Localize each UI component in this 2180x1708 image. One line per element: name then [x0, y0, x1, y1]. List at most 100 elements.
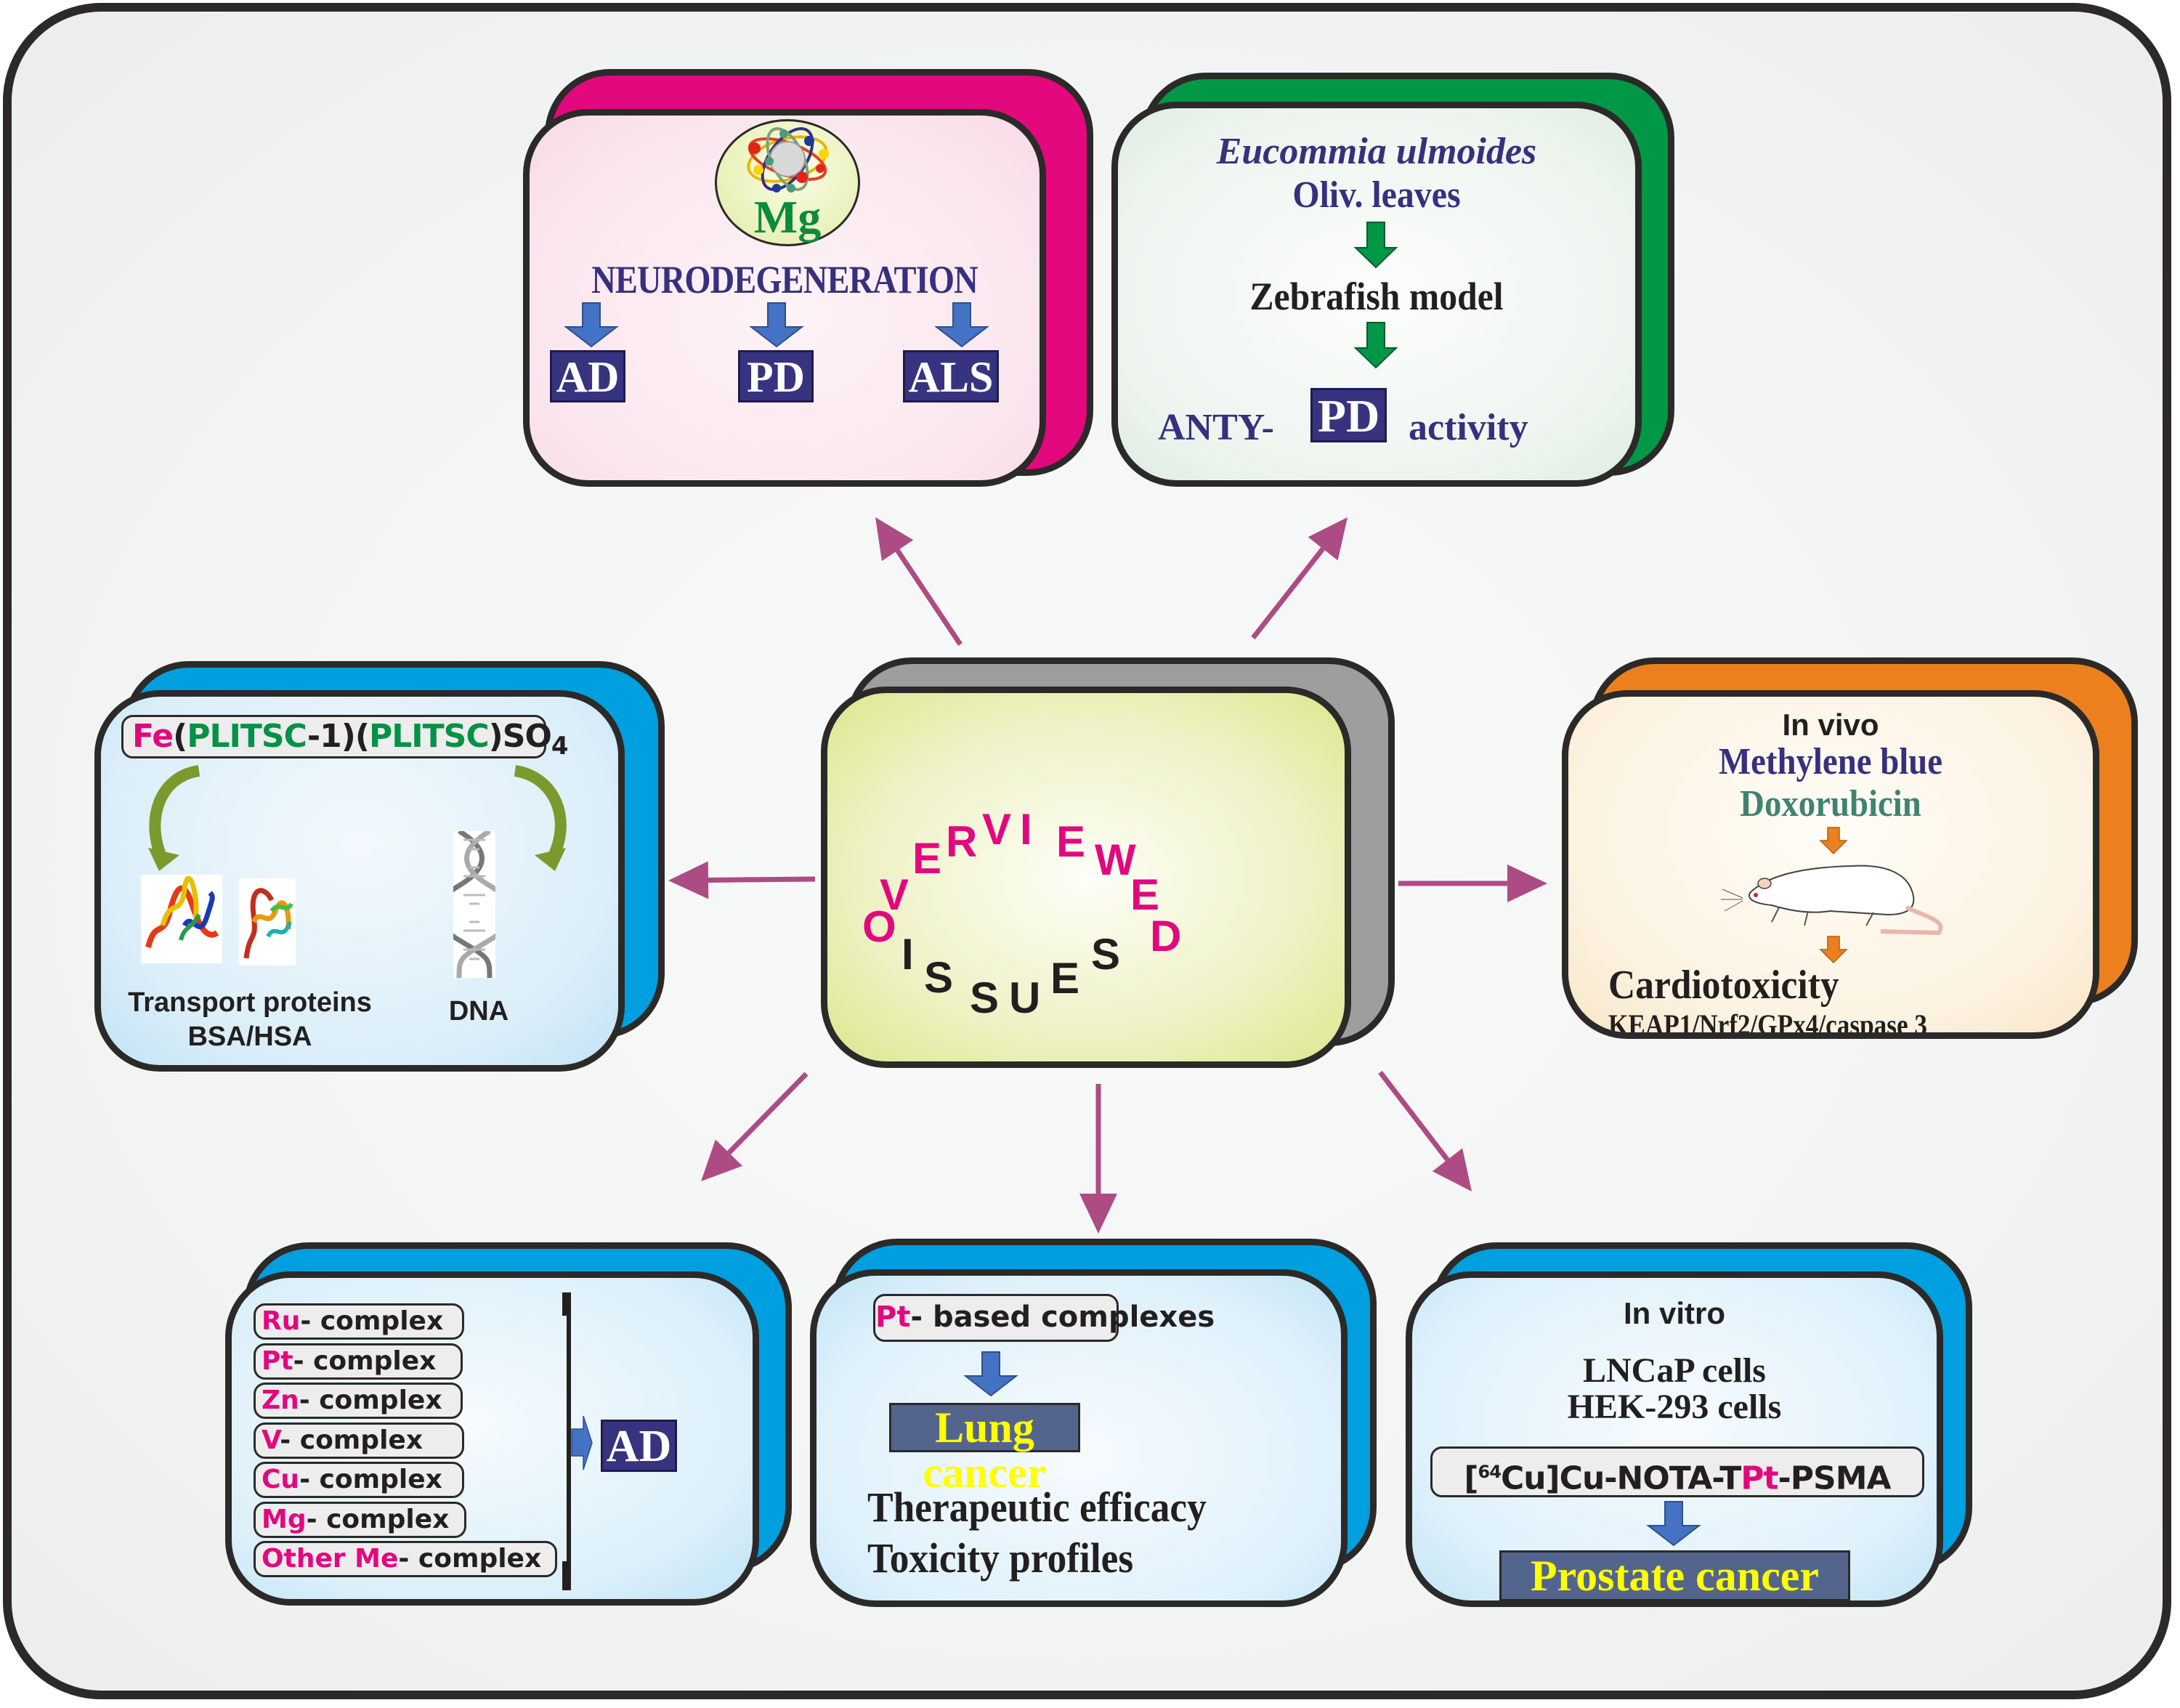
complex-metal: Mg	[262, 1504, 307, 1534]
bsa-hsa-label: BSA/HSA	[187, 1021, 312, 1052]
arrow-to-neuro	[875, 517, 963, 646]
arrow-to-iron	[668, 861, 816, 899]
complex-item: Pt- complex	[254, 1343, 463, 1380]
card-front: In vitro LNCaP cells HEK-293 cells [64Cu…	[1406, 1271, 1943, 1607]
arrow-down-ad-icon	[564, 302, 619, 348]
protein-structure-bsa-icon	[141, 875, 222, 963]
species-name-italic: Eucommia ulmoides	[1216, 131, 1537, 172]
dna-label: DNA	[448, 996, 509, 1027]
card-front: Eucommia ulmoides Oliv. leaves Zebrafish…	[1111, 102, 1642, 487]
complex-suffix: - complex	[280, 1425, 424, 1455]
disease-badge-ad: AD	[550, 350, 625, 402]
complex-item: Ru- complex	[254, 1303, 464, 1340]
arrow-down-icon	[1819, 936, 1848, 964]
pathway-label: KEAP1/Nrf2/GPx4/caspase 3	[1608, 1008, 1927, 1039]
therapeutic-efficacy-label: Therapeutic efficacy	[867, 1484, 1207, 1531]
card-front: Pt- based complexes Lung cancer Therapeu…	[810, 1269, 1348, 1607]
zebrafish-model-label: Zebrafish model	[1249, 275, 1504, 318]
prostate-cancer-badge: Prostate cancer	[1499, 1550, 1850, 1600]
complex-item: Other Me- complex	[254, 1541, 557, 1577]
dna-helix-icon	[453, 831, 495, 978]
tracer-bracket: [	[1464, 1460, 1478, 1497]
lung-cancer-badge: Lung cancer	[889, 1403, 1080, 1495]
arrow-to-lung	[1079, 1084, 1117, 1234]
formula-paren: (	[354, 718, 370, 755]
complex-suffix: - complex	[299, 1465, 442, 1494]
arrow-down-icon	[1353, 322, 1398, 369]
arrow-to-complexes	[701, 1072, 809, 1181]
overview-letter: E	[1130, 870, 1160, 919]
complex-metal: Other Me	[262, 1544, 399, 1574]
tracer-part1: Cu]Cu-NOTA-T	[1500, 1460, 1741, 1497]
card-front: In vivo Methylene blue Doxorubicin Cardi…	[1562, 690, 2099, 1039]
overview-letter: V	[982, 805, 1012, 854]
complex-suffix: - complex	[306, 1504, 450, 1534]
transport-proteins-label: Transport proteins	[128, 987, 372, 1018]
arrow-down-icon	[1819, 827, 1848, 855]
bracket-icon	[562, 1292, 571, 1590]
complex-metal: Cu	[262, 1465, 300, 1494]
neurodegeneration-heading: NEURODEGENERATION	[591, 258, 978, 301]
overview-letter: E	[912, 834, 942, 883]
complex-item: Zn- complex	[254, 1383, 463, 1419]
complex-item: Mg- complex	[254, 1501, 466, 1538]
overview-letter: I	[1020, 805, 1032, 854]
arrow-down-icon	[963, 1351, 1018, 1397]
arrow-down-pd-icon	[749, 302, 804, 348]
agent-metal: Pt	[875, 1300, 911, 1334]
pt-agent-pill: Pt- based complexes	[873, 1294, 1215, 1342]
overview-letter: W	[1095, 835, 1136, 884]
agent-rest: - based complexes	[910, 1300, 1215, 1334]
formula-ligand1: PLITSC	[187, 718, 308, 755]
protein-structure-hsa-icon	[239, 878, 296, 966]
tracer-pill: [64Cu]Cu-NOTA-TPt-PSMA	[1430, 1446, 1924, 1497]
formula-paren: (	[173, 718, 187, 755]
issues-letter: S	[924, 953, 954, 1002]
overview-letter: R	[946, 817, 978, 866]
disease-badge-pd: PD	[1310, 388, 1387, 442]
issues-letter: S	[1091, 930, 1121, 979]
setting-label: In vivo	[1782, 708, 1879, 742]
complex-suffix: - complex	[398, 1544, 542, 1574]
activity-prefix: ANTY-	[1158, 407, 1274, 448]
arrow-to-prostate	[1378, 1070, 1472, 1191]
tracer-isotope-mass: 64	[1478, 1462, 1502, 1482]
complex-metal: V	[262, 1425, 280, 1455]
complex-metal: Zn	[262, 1385, 299, 1415]
complex-suffix: - complex	[293, 1345, 437, 1376]
overview-letter: O	[862, 902, 896, 951]
formula-sulfate: )SO	[488, 718, 552, 755]
formula-ligand2: PLITSC	[369, 718, 490, 755]
complex-metal: Pt	[262, 1345, 293, 1376]
arrow-down-icon	[1646, 1501, 1701, 1547]
toxicity-profiles-label: Toxicity profiles	[867, 1534, 1134, 1582]
setting-label: In vitro	[1623, 1296, 1725, 1330]
tracer-part2: -PSMA	[1778, 1460, 1892, 1497]
issues-letter: E	[1050, 954, 1080, 1003]
disease-badge-ad: AD	[601, 1420, 677, 1472]
cells2-label: HEK-293 cells	[1567, 1388, 1782, 1426]
overview-letter: E	[1056, 817, 1086, 866]
cells1-label: LNCaP cells	[1583, 1351, 1766, 1390]
complex-metal: Ru	[262, 1306, 301, 1336]
curved-arrow-right-icon	[514, 765, 567, 871]
species-name-rest: Oliv. leaves	[1292, 174, 1461, 216]
complex-suffix: - complex	[300, 1306, 444, 1336]
issues-letter: I	[901, 930, 914, 979]
arrow-right-icon	[571, 1415, 593, 1470]
card-front: Mg NEURODEGENERATION AD PD ALS	[523, 109, 1046, 487]
atom-icon	[747, 127, 829, 193]
formula-ligand1-suffix: -1)	[307, 718, 356, 755]
arrow-down-als-icon	[934, 302, 989, 348]
complex-item: V- complex	[254, 1422, 464, 1459]
drug2-label: Doxorubicin	[1740, 783, 1921, 825]
rat-illustration-icon	[1721, 865, 1943, 936]
iron-formula-pill: Fe(PLITSC-1)(PLITSC)SO4	[121, 715, 569, 761]
curved-arrow-left-icon	[148, 765, 200, 871]
arrow-to-zebrafish	[1251, 517, 1348, 640]
mg-element-symbol: Mg	[753, 191, 822, 243]
complex-item: Cu- complex	[254, 1462, 464, 1498]
overview-letter: V	[880, 870, 909, 919]
